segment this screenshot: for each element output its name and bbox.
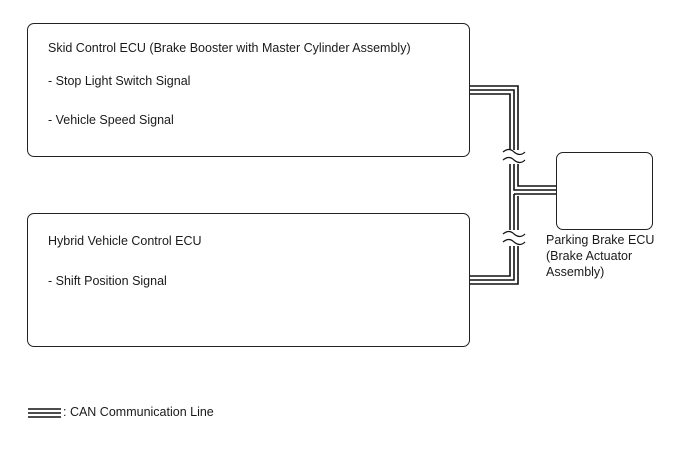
legend-can-line-label: : CAN Communication Line — [63, 405, 214, 419]
legend-line-symbol — [28, 408, 61, 418]
can-line-trunk-top — [517, 164, 556, 187]
can-line-hv-mid — [469, 246, 515, 281]
line-break-marks — [502, 148, 526, 246]
can-line-hv-outer — [469, 246, 519, 285]
hybrid-vehicle-control-ecu-title: Hybrid Vehicle Control ECU — [48, 234, 202, 248]
break-mark-bottom-2 — [502, 238, 526, 246]
can-line-skid-mid — [469, 89, 515, 150]
break-mark-top-1 — [502, 148, 526, 156]
break-mark-top-2 — [502, 156, 526, 164]
can-line-skid-outer — [469, 85, 519, 150]
shift-position-signal: - Shift Position Signal — [48, 274, 167, 288]
can-line-skid-inner — [469, 93, 511, 150]
skid-control-ecu-title: Skid Control ECU (Brake Booster with Mas… — [48, 41, 411, 55]
can-line-hv-inner — [469, 246, 511, 277]
parking-brake-ecu-label-line3: Assembly) — [546, 265, 605, 279]
parking-brake-ecu-box — [556, 152, 653, 230]
vehicle-speed-signal: - Vehicle Speed Signal — [48, 113, 174, 127]
can-line-trunk-mid — [513, 164, 556, 191]
stop-light-switch-signal: - Stop Light Switch Signal — [48, 74, 191, 88]
parking-brake-ecu-label-line2: (Brake Actuator — [546, 249, 633, 263]
skid-control-ecu-box: Skid Control ECU (Brake Booster with Mas… — [27, 23, 470, 157]
parking-brake-ecu-label-line1: Parking Brake ECU — [546, 233, 655, 247]
hybrid-vehicle-control-ecu-box: Hybrid Vehicle Control ECU - Shift Posit… — [27, 213, 470, 347]
break-mark-bottom-1 — [502, 230, 526, 238]
